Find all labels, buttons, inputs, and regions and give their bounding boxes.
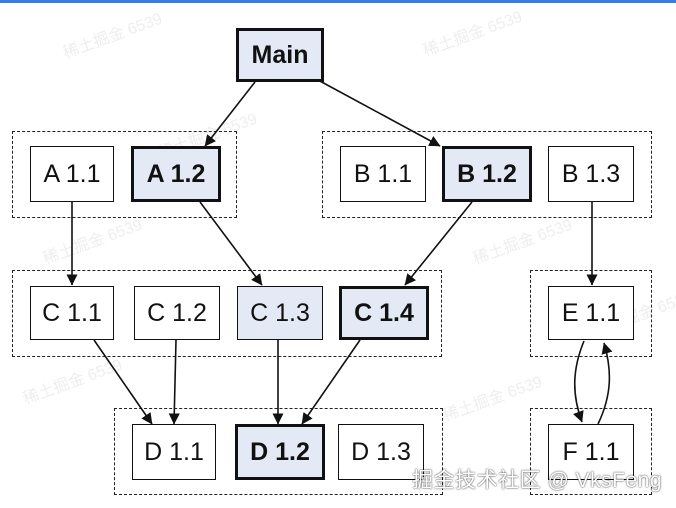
- edge-b12-c14: [404, 201, 473, 286]
- node-a12: A 1.2: [131, 146, 221, 202]
- group-a: [12, 131, 237, 218]
- node-c12: C 1.2: [134, 286, 220, 340]
- group-f: [530, 408, 652, 495]
- node-b11: B 1.1: [340, 146, 426, 202]
- node-c13: C 1.3: [237, 286, 323, 340]
- node-f11: F 1.1: [548, 424, 634, 480]
- edge-e11-f11: [573, 340, 585, 423]
- edge-main-a12: [204, 81, 256, 147]
- node-e11: E 1.1: [548, 286, 634, 340]
- node-b13: B 1.3: [548, 146, 634, 202]
- edge-c11-d11: [93, 339, 153, 425]
- node-a11: A 1.1: [30, 146, 114, 202]
- node-c11: C 1.1: [30, 286, 114, 340]
- edge-f11-e11: [597, 342, 613, 425]
- node-b12: B 1.2: [442, 146, 532, 202]
- node-c14: C 1.4: [339, 286, 429, 340]
- window-top-accent: [0, 0, 676, 3]
- edge-main-b12: [317, 79, 441, 147]
- edge-a12-c13: [199, 201, 263, 286]
- edge-c14-d12: [301, 339, 361, 425]
- edge-c12-d11: [168, 339, 180, 425]
- node-main: Main: [236, 28, 324, 82]
- group-e: [530, 270, 652, 357]
- source-credit: 掘金技术社区 @ VksFeng: [412, 469, 662, 492]
- node-d11: D 1.1: [132, 424, 216, 480]
- group-b: [322, 131, 652, 218]
- node-d12: D 1.2: [235, 424, 325, 480]
- node-d13: D 1.3: [338, 424, 424, 480]
- group-c: [12, 270, 442, 357]
